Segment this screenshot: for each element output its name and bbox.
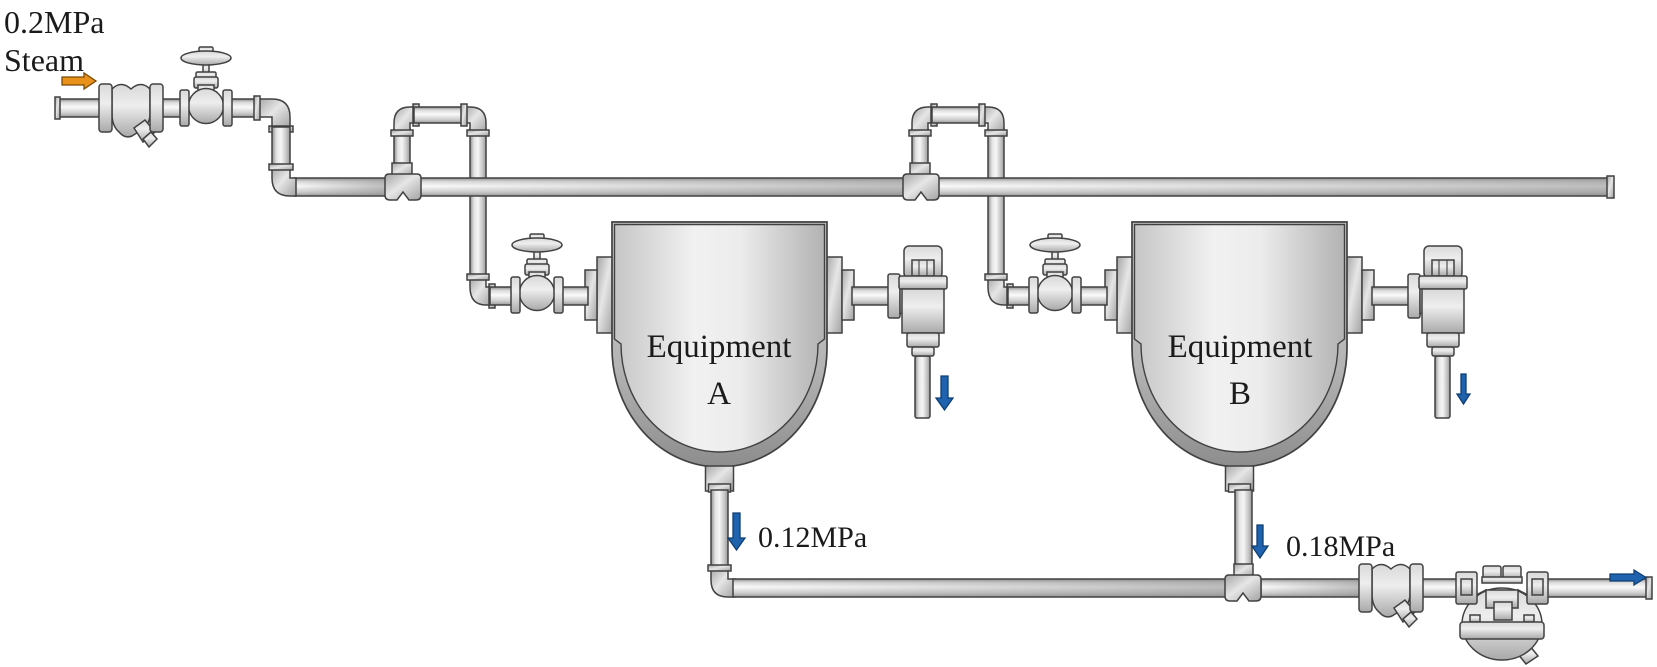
header-end-cap xyxy=(1606,175,1615,199)
globe-valve-equipment-a-icon xyxy=(510,233,564,314)
steam-branch-loop-b xyxy=(908,103,1014,309)
inlet-end-cap xyxy=(54,96,61,120)
condensate-drain-b xyxy=(1234,489,1253,567)
label-condensate-b-pressure: 0.18MPa xyxy=(1286,530,1395,563)
branch-a-inlet xyxy=(489,286,589,306)
condensate-outlet-arrow-icon xyxy=(1609,568,1648,587)
vent-pipe-b xyxy=(1371,286,1411,306)
header-tee-b xyxy=(902,162,940,201)
globe-valve-inlet-icon xyxy=(179,46,233,127)
air-vent-b-icon xyxy=(1407,245,1468,419)
vent-a-arrow-icon xyxy=(934,375,955,412)
header-tee-a xyxy=(384,162,422,201)
y-strainer-inlet-icon xyxy=(98,83,164,148)
y-strainer-condensate-icon xyxy=(1358,563,1424,628)
condensate-tee-b xyxy=(1224,563,1262,602)
label-condensate-a-pressure: 0.12MPa xyxy=(758,521,867,554)
vent-pipe-a xyxy=(851,286,891,306)
label-inlet-medium: Steam xyxy=(4,42,84,78)
branch-b-inlet xyxy=(1007,286,1108,306)
label-equipment-a-line2: A xyxy=(707,376,731,412)
steam-header xyxy=(293,175,1615,199)
vent-b-arrow-icon xyxy=(1455,373,1472,406)
label-equipment-b-line1: Equipment xyxy=(1168,329,1313,365)
globe-valve-equipment-b-icon xyxy=(1028,233,1082,314)
outlet-end-cap xyxy=(1645,576,1653,600)
label-equipment-a-line1: Equipment xyxy=(647,329,792,365)
air-vent-a-icon xyxy=(887,245,948,419)
steam-branch-loop-a xyxy=(390,103,496,309)
float-steam-trap-icon xyxy=(1455,565,1549,665)
label-equipment-b-line2: B xyxy=(1229,376,1251,412)
steam-inlet-line xyxy=(54,95,297,197)
steam-flow-arrow-icon xyxy=(61,71,98,91)
drain-b-arrow-icon xyxy=(1250,524,1270,560)
label-inlet-pressure: 0.2MPa xyxy=(4,4,104,40)
drain-a-arrow-icon xyxy=(726,512,747,552)
condensate-drain-a xyxy=(707,489,736,598)
